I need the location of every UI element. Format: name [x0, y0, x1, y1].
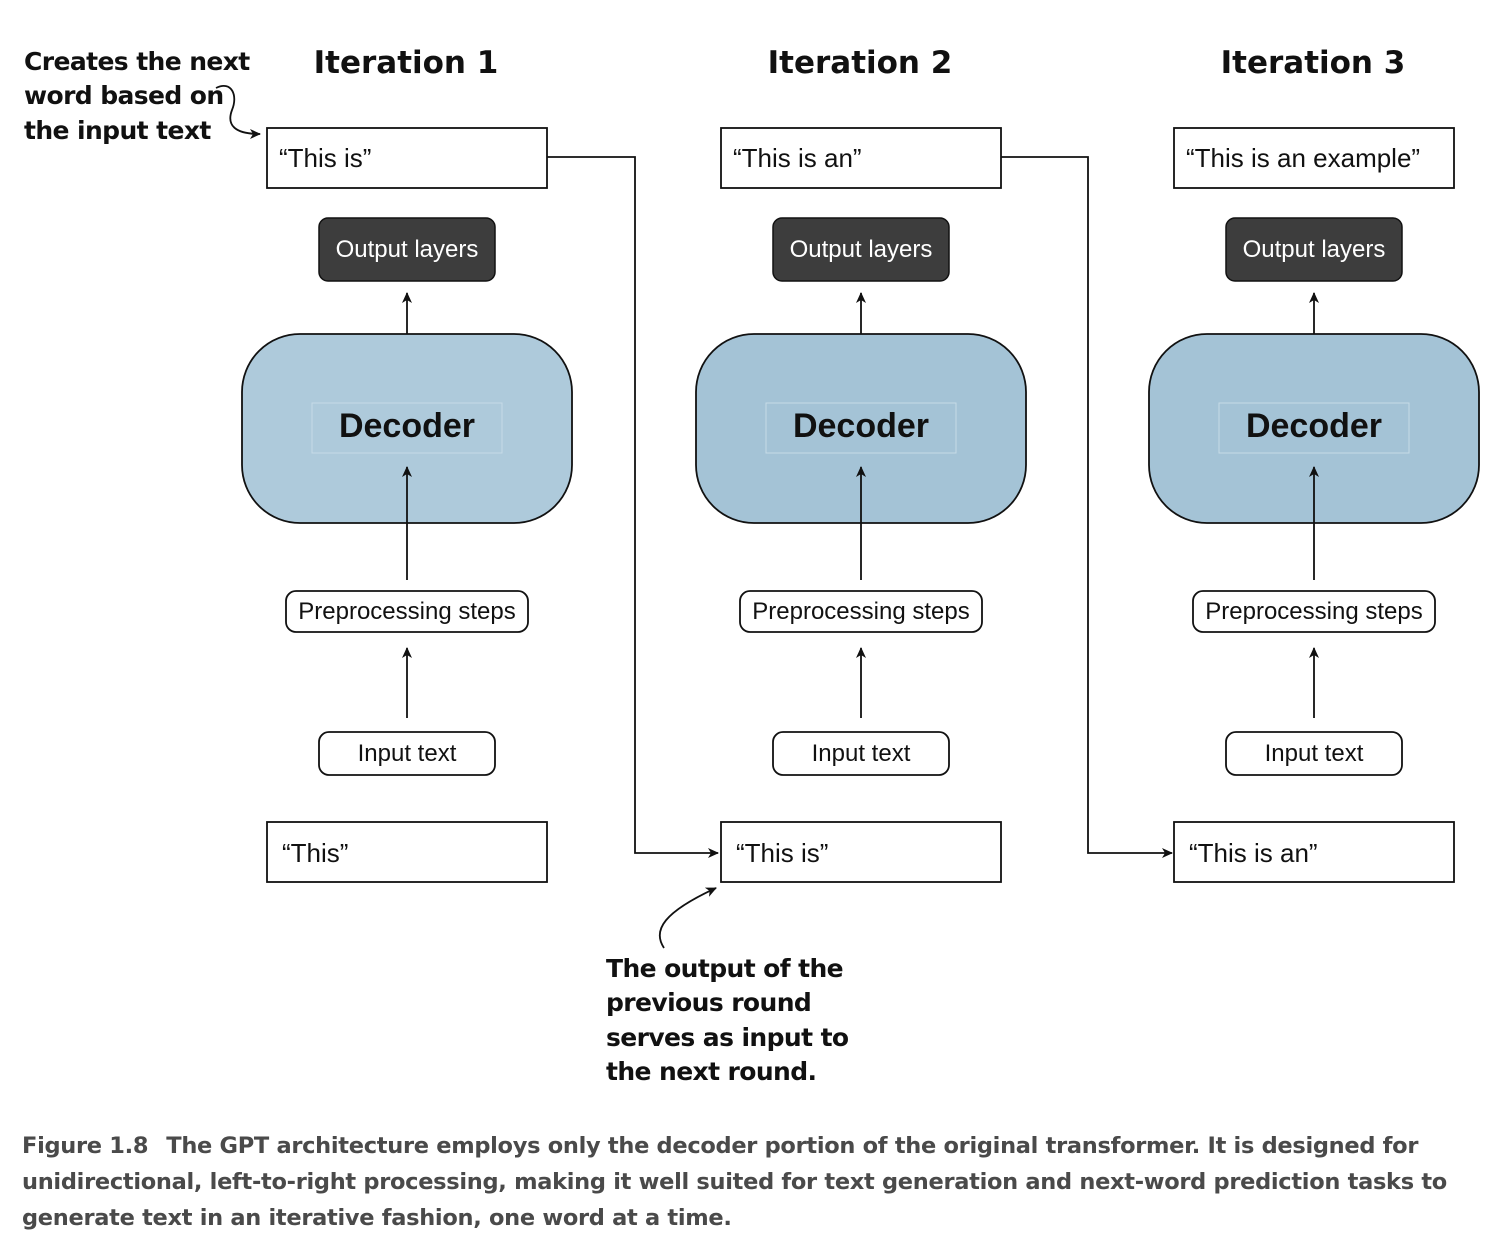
iteration-3-output-layers-label: Output layers	[1243, 236, 1386, 263]
iteration-1-output-layers-label: Output layers	[336, 236, 479, 263]
iteration-2-decoder-label-frame	[765, 402, 957, 454]
iteration-1-preprocessing-box	[285, 590, 529, 633]
iteration-1-decoder-label: Decoder	[339, 407, 475, 445]
iteration-1-input-text-label: Input text	[358, 740, 457, 767]
iteration-1-output-layers-box	[318, 217, 496, 282]
annotation-previous-round-line-4: the next round.	[606, 1057, 816, 1086]
annotation-previous-round-line-2: previous round	[606, 988, 811, 1017]
iteration-1-input-text-box	[318, 731, 496, 776]
iteration-3-decoder-label-frame	[1218, 402, 1410, 454]
iteration-1-title: Iteration 1	[314, 45, 499, 81]
iteration-3-input-value-box	[1173, 821, 1455, 883]
iteration-3-preprocessing-label: Preprocessing steps	[1205, 598, 1422, 625]
figure-caption-text: The GPT architecture employs only the de…	[22, 1133, 1447, 1231]
iteration-3-title: Iteration 3	[1221, 45, 1406, 81]
iteration-3-input-value: “This is an”	[1189, 838, 1318, 868]
iteration-3-output-box	[1173, 127, 1455, 189]
annotation-previous-round-line-1: The output of the	[606, 954, 843, 983]
iteration-1-output-text: “This is”	[279, 143, 371, 173]
annotation-next-word-line-2: word based on	[24, 81, 224, 110]
annotation-previous-round-line-3: serves as input to	[606, 1023, 849, 1052]
iteration-2-output-box	[720, 127, 1002, 189]
iteration-2-input-value: “This is”	[736, 838, 828, 868]
iteration-3-output-text: “This is an example”	[1186, 143, 1420, 173]
iteration-1-output-box	[266, 127, 548, 189]
iteration-3-output-layers-box	[1225, 217, 1403, 282]
annotation-next-word-arrow	[215, 85, 261, 139]
iteration-2-decoder-label: Decoder	[793, 407, 929, 445]
annotation-next-word-line-1: Creates the next	[24, 47, 250, 76]
iteration-2-output-layers-label: Output layers	[790, 236, 933, 263]
iteration-3-input-text-label: Input text	[1265, 740, 1364, 767]
iteration-2-column: Iteration 2 “This is an” Output layersDeco…	[695, 45, 1027, 883]
iteration-2-preprocessing-box	[739, 590, 983, 633]
iteration-2-preprocessing-label: Preprocessing steps	[752, 598, 969, 625]
iteration-3-preprocessing-box	[1192, 590, 1436, 633]
iteration-1-input-value-box	[266, 821, 548, 883]
iteration-2-output-layers-box	[772, 217, 950, 282]
feedback-arrow-1-to-2	[547, 156, 719, 858]
iteration-1-input-value: “This”	[282, 838, 348, 868]
iteration-1-preprocessing-label: Preprocessing steps	[298, 598, 515, 625]
annotation-previous-round-arrow	[658, 887, 717, 949]
iteration-1-column: Iteration 1 “This is” Output layersDecoder…	[241, 45, 573, 883]
iteration-2-input-value-box	[720, 821, 1002, 883]
annotation-next-word: Creates the next word based on the input…	[24, 47, 261, 145]
annotation-next-word-line-3: the input text	[24, 116, 211, 145]
iteration-2-input-text-label: Input text	[812, 740, 911, 767]
iteration-2-input-text-box	[772, 731, 950, 776]
iteration-2-title: Iteration 2	[768, 45, 953, 81]
figure-label: Figure 1.8	[22, 1133, 149, 1159]
iteration-3-column: Iteration 3 “This is an example” Output la…	[1148, 45, 1480, 883]
iteration-3-decoder-label: Decoder	[1246, 407, 1382, 445]
annotation-previous-round: The output of the previous round serves …	[606, 887, 850, 1086]
iteration-1-decoder-label-frame	[311, 402, 503, 454]
feedback-arrow-2-to-3	[1001, 156, 1173, 858]
iteration-3-input-text-box	[1225, 731, 1403, 776]
iteration-2-output-text: “This is an”	[733, 143, 862, 173]
